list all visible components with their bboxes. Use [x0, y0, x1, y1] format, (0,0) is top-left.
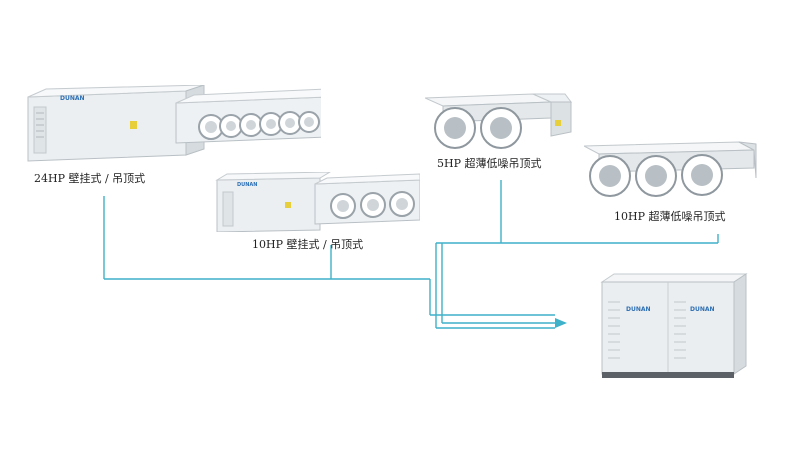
duct-unit-10hp-wall-image	[215, 171, 421, 233]
caption-5hp-thin: 5HP 超薄低噪吊顶式	[437, 157, 542, 170]
duct-unit-10hp-thin-image	[582, 141, 757, 197]
unit-5hp-thin	[424, 92, 575, 150]
caption-10hp-wall: 10HP 壁挂式 / 吊顶式	[252, 238, 364, 251]
brand-logo-outdoor-right: DUNAN	[690, 306, 715, 313]
duct-outlets	[198, 111, 320, 140]
unit-24hp: DUNAN	[26, 84, 327, 165]
duct-unit-24hp-image	[27, 84, 327, 162]
duct-unit-5hp-thin-image	[424, 93, 572, 149]
outdoor-unit: DUNAN DUNAN	[600, 272, 748, 382]
brand-logo-24hp: DUNAN	[60, 95, 85, 102]
caption-24hp: 24HP 壁挂式 / 吊顶式	[34, 172, 146, 185]
brand-logo-10hp-wall: DUNAN	[237, 182, 258, 188]
caption-10hp-thin: 10HP 超薄低噪吊顶式	[614, 210, 726, 223]
unit-10hp-wall: DUNAN	[215, 171, 421, 233]
outdoor-unit-image	[600, 273, 748, 378]
brand-logo-outdoor-left: DUNAN	[626, 306, 651, 313]
unit-10hp-thin	[582, 140, 759, 200]
